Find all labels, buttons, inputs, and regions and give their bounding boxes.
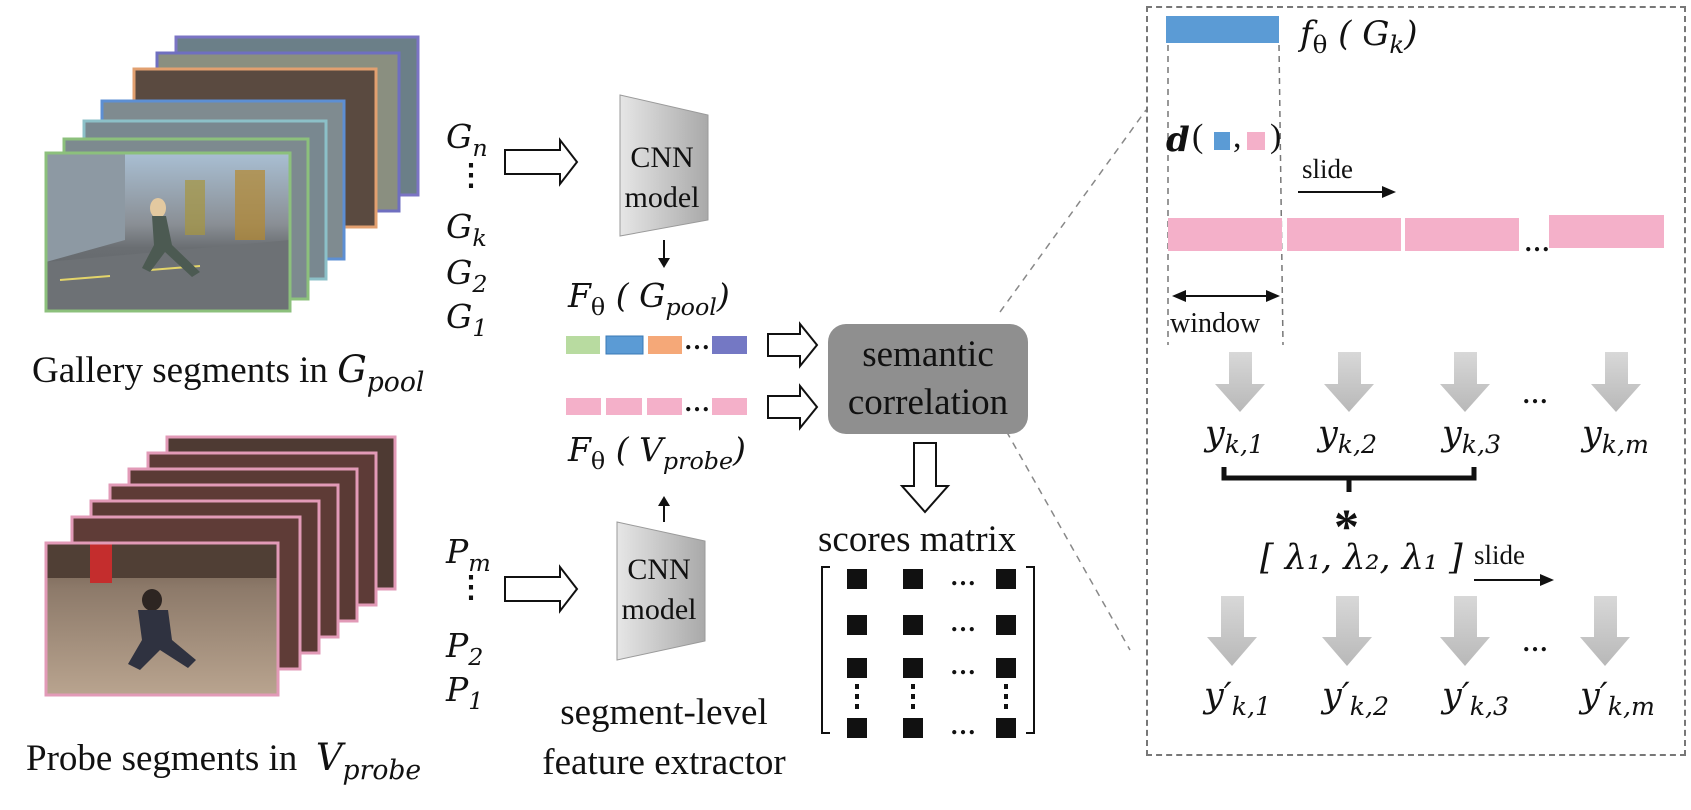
slide-label-top: slide	[1302, 154, 1353, 184]
yprime-ellipsis: …	[1522, 628, 1548, 657]
zoom-panel	[1146, 6, 1686, 756]
pink-bar-1	[1168, 218, 1282, 251]
matrix-dots-4: …	[950, 711, 976, 740]
cnn-top-shape	[619, 94, 709, 237]
scores-matrix-title: scores matrix	[818, 519, 1017, 560]
gray-arrow-bm	[1580, 596, 1630, 666]
cnn-bottom-shape	[616, 521, 706, 661]
window-label: window	[1170, 308, 1261, 339]
gallery-caption: Gallery segments in Gpool	[32, 348, 425, 398]
gray-arrow-2	[1324, 352, 1374, 412]
pink-bar-2	[1287, 218, 1401, 251]
probe-caption: Probe segments in Vprobe	[26, 736, 422, 786]
gallery-seg-n: Gn	[446, 117, 488, 162]
y-k3: yk,3	[1442, 414, 1502, 460]
yprime-k2: y′k,2	[1322, 676, 1390, 722]
gray-arrow-b2	[1322, 596, 1372, 666]
distance-comma: ,	[1233, 118, 1242, 155]
gallery-front-image	[44, 151, 292, 313]
gray-arrow-3	[1440, 352, 1490, 412]
matrix-dots-3: …	[950, 651, 976, 680]
yprime-k3: y′k,3	[1442, 676, 1510, 722]
f-probe-label: Fθ ( Vprobe)	[568, 430, 746, 475]
slide-label-bottom: slide	[1474, 540, 1525, 570]
gallery-feature-bars	[566, 335, 747, 355]
matrix-dots-2: …	[950, 608, 976, 637]
probe-vdots: ⋮	[456, 571, 486, 604]
gray-arrow-b1	[1207, 596, 1257, 666]
cnn-bottom-up-arrow	[658, 496, 670, 506]
zoom-line-top	[999, 109, 1147, 313]
fgk-label: fθ ( Gk)	[1300, 14, 1418, 59]
probe-seg-2: P2	[446, 626, 484, 671]
gallery-to-semantic-arrow	[767, 321, 819, 369]
right-panel-shapes	[1166, 16, 1664, 666]
gallery-frame-stack	[44, 35, 420, 313]
gallery-bars-ellipsis: …	[684, 326, 710, 355]
cnn-top-down-arrow	[658, 258, 670, 268]
convolution-star: *	[1334, 498, 1359, 554]
probe-to-semantic-arrow	[767, 383, 819, 431]
matrix-dots-1: …	[950, 562, 976, 591]
distance-label: d	[1166, 120, 1190, 160]
gallery-vdots: ⋮	[456, 159, 486, 192]
semantic-to-scores-arrow	[899, 442, 951, 514]
gallery-to-cnn-arrow	[504, 137, 579, 187]
gallery-seg-k: Gk	[446, 207, 487, 252]
distance-paren-close: )	[1270, 118, 1282, 155]
gray-arrow-b3	[1440, 596, 1490, 666]
probe-seg-1: P1	[446, 670, 484, 715]
y-ellipsis: …	[1522, 380, 1548, 409]
zoom-line-bottom	[999, 419, 1131, 651]
y-k2: yk,2	[1318, 414, 1378, 460]
gallery-seg-2: G2	[446, 253, 488, 298]
y-km: yk,m	[1582, 414, 1649, 460]
gallery-seg-1: G1	[446, 297, 488, 342]
probe-frame-stack	[44, 435, 397, 697]
distance-paren-open: (	[1192, 118, 1204, 155]
y-k1: yk,1	[1205, 414, 1265, 460]
pink-bars-ellipsis: …	[1524, 228, 1550, 257]
yprime-km: y′k,m	[1580, 676, 1655, 722]
probe-to-cnn-arrow	[504, 564, 579, 614]
lambda-kernel: [ λ₁, λ₂, λ₁ ]	[1260, 538, 1463, 578]
probe-feature-bars	[566, 398, 747, 415]
pink-bar-m	[1549, 215, 1664, 248]
gray-arrow-1	[1215, 352, 1265, 412]
probe-seg-m: Pm	[446, 532, 491, 577]
probe-bars-ellipsis: …	[684, 388, 710, 417]
probe-front-image	[44, 541, 280, 697]
scores-matrix	[821, 566, 1035, 738]
gray-arrow-m	[1591, 352, 1641, 412]
yprime-k1: y′k,1	[1204, 676, 1272, 722]
fgk-bar	[1166, 16, 1279, 43]
f-gallery-label: Fθ ( Gpool)	[568, 276, 730, 321]
pink-bar-3	[1405, 218, 1519, 251]
